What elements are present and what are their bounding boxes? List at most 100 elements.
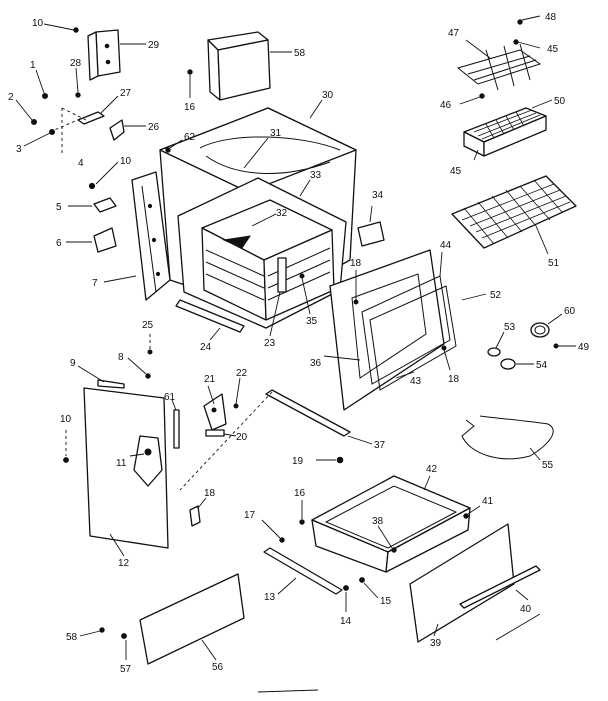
callout-32: 32 <box>276 208 288 219</box>
callout-18b: 18 <box>448 374 460 385</box>
callout-8: 8 <box>118 352 124 363</box>
part-34-plate <box>357 205 385 247</box>
callout-41: 41 <box>482 496 494 507</box>
callout-18a: 18 <box>350 258 362 269</box>
part-55-bake-element <box>461 415 554 461</box>
callout-38: 38 <box>372 516 384 527</box>
callout-48: 48 <box>545 12 557 23</box>
callout-24: 24 <box>200 342 212 353</box>
callout-43: 43 <box>410 376 422 387</box>
callout-10a: 10 <box>32 18 44 29</box>
callout-33: 33 <box>310 170 322 181</box>
callout-37: 37 <box>374 440 386 451</box>
callout-46: 46 <box>440 100 452 111</box>
part-42-drawer <box>311 475 471 573</box>
callout-55: 55 <box>542 460 554 471</box>
part-1-2-3-fasteners <box>15 69 83 147</box>
callout-42: 42 <box>426 464 438 475</box>
callout-53: 53 <box>504 322 516 333</box>
part-39-40-drawer-front <box>409 523 541 643</box>
callout-12: 12 <box>118 558 130 569</box>
callout-1: 1 <box>30 60 36 71</box>
part-24-bottom-trim <box>175 299 245 341</box>
part-28-27-26-clips <box>61 67 146 156</box>
callout-61: 61 <box>164 392 176 403</box>
part-32-33-element-box <box>201 179 335 321</box>
callout-62: 62 <box>184 132 196 143</box>
callout-51: 51 <box>548 258 560 269</box>
part-53-54-60-49-light <box>487 313 576 370</box>
callout-13: 13 <box>264 592 276 603</box>
callout-labels: 10 29 58 48 47 45 1 28 27 2 3 4 26 16 30… <box>8 12 590 675</box>
callout-47: 47 <box>448 28 460 39</box>
part-23-35-probe <box>269 257 311 337</box>
callout-40: 40 <box>520 604 532 615</box>
callout-7: 7 <box>92 278 98 289</box>
part-14-15-rollers <box>343 577 379 612</box>
callout-22: 22 <box>236 368 248 379</box>
callout-19: 19 <box>292 456 304 467</box>
part-47-broiler-element <box>456 15 542 105</box>
callout-36: 36 <box>310 358 322 369</box>
callout-57: 57 <box>120 664 132 675</box>
callout-50: 50 <box>554 96 566 107</box>
callout-14: 14 <box>340 616 352 627</box>
footer-rule <box>257 689 319 693</box>
part-62-10-5-6-small <box>66 139 183 253</box>
callout-9: 9 <box>70 358 76 369</box>
callout-60: 60 <box>564 306 576 317</box>
callout-52: 52 <box>490 290 502 301</box>
part-12-oven-door <box>63 334 207 557</box>
callout-5: 5 <box>56 202 62 213</box>
part-43-door-inner-panel <box>329 249 445 411</box>
callout-39: 39 <box>430 638 442 649</box>
callout-58b: 58 <box>66 632 78 643</box>
callout-16b: 16 <box>294 488 306 499</box>
callout-10c: 10 <box>60 414 72 425</box>
callout-16a: 16 <box>184 102 196 113</box>
callout-11: 11 <box>116 458 127 469</box>
callout-21: 21 <box>204 374 216 385</box>
callout-29: 29 <box>148 40 160 51</box>
part-56-kick-panel <box>79 573 245 665</box>
callout-28: 28 <box>70 58 82 69</box>
part-37-19-rail <box>179 389 373 491</box>
part-50-broiler-pan <box>463 99 553 161</box>
callout-56: 56 <box>212 662 224 673</box>
callout-6: 6 <box>56 238 62 249</box>
part-20-21-22-hinge <box>203 377 241 437</box>
callout-4: 4 <box>78 158 84 169</box>
callout-49: 49 <box>578 342 590 353</box>
callout-34: 34 <box>372 190 384 201</box>
callout-30: 30 <box>322 90 334 101</box>
callout-58: 58 <box>294 48 306 59</box>
callout-3: 3 <box>16 144 22 155</box>
callout-17: 17 <box>244 510 256 521</box>
part-10-screw-top <box>43 23 79 33</box>
part-59-duct <box>187 31 292 101</box>
part-16-17-screws <box>261 500 305 543</box>
part-38-41-drawer-hw <box>377 505 481 553</box>
callout-23: 23 <box>264 338 276 349</box>
callout-45a: 45 <box>547 44 559 55</box>
part-7-front-frame <box>103 171 171 301</box>
part-13-drawer-rail <box>263 547 343 595</box>
callout-25: 25 <box>142 320 154 331</box>
callout-15: 15 <box>380 596 392 607</box>
part-51-oven-rack <box>451 175 577 255</box>
callout-27: 27 <box>120 88 132 99</box>
callout-35: 35 <box>306 316 318 327</box>
callout-18c: 18 <box>204 488 216 499</box>
callout-2: 2 <box>8 92 14 103</box>
callout-31: 31 <box>270 128 282 139</box>
part-29-bracket <box>87 29 146 81</box>
part-44-52-door-glass <box>323 251 487 391</box>
callout-26: 26 <box>148 122 160 133</box>
callout-20: 20 <box>236 432 248 443</box>
callout-10b: 10 <box>120 156 132 167</box>
callout-45b: 45 <box>450 166 462 177</box>
callout-44: 44 <box>440 240 452 251</box>
callout-54: 54 <box>536 360 548 371</box>
